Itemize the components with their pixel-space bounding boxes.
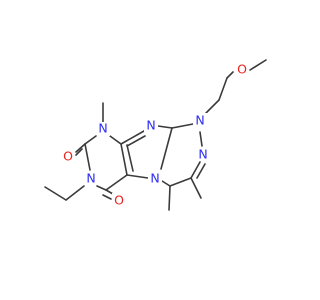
- bond-c4-methyl: [168, 185, 171, 211]
- bond-chain-1-2: [218, 77, 228, 101]
- atom-o-upper: O: [63, 149, 73, 164]
- atom-o-ether: O: [237, 62, 247, 77]
- bond-n-n-triazine: [199, 131, 203, 147]
- bond-n-bridge-c9: [157, 125, 173, 129]
- bond-n-triazine-c3-double: [196, 163, 206, 179]
- bond-c9-n-methoxyethyl: [171, 123, 194, 129]
- bond-chain-2-o: [226, 71, 234, 79]
- bond-layer: [44, 59, 267, 211]
- bond-c9-n-fused: [160, 127, 173, 170]
- bond-n-c8a: [109, 135, 122, 145]
- bond-c4a-c8a: [120, 143, 128, 176]
- bond-n-ethyl-c5: [96, 185, 107, 191]
- atom-n-triazine: N: [198, 147, 207, 162]
- bond-c5-c4a: [105, 174, 128, 191]
- bond-o-ch3: [249, 59, 267, 71]
- atom-n-ethyl: N: [86, 171, 95, 186]
- bond-c5-o-lower-double: [102, 194, 112, 200]
- bond-c7-n-ethyl: [84, 143, 91, 171]
- bond-c3-c4: [169, 177, 192, 187]
- bond-c8a-n-bridge-double: [126, 135, 146, 147]
- atom-n-fused: N: [150, 171, 159, 186]
- bond-n-ethyl-ch2: [65, 185, 85, 201]
- atom-n-methoxyethyl: N: [195, 113, 204, 128]
- molecule-structure-diagram: N N N N N N O O O: [44, 59, 267, 211]
- atom-o-lower: O: [114, 193, 124, 208]
- bond-c4-n-fused: [161, 180, 171, 187]
- atom-n-methyl: N: [98, 121, 107, 136]
- bond-c4a-n-fused: [126, 174, 149, 179]
- bond-n-triazine-c3: [190, 161, 201, 179]
- bond-c4a-c8a-double: [126, 144, 134, 172]
- bond-ethyl-ch3: [44, 186, 67, 201]
- bond-c8a-n-bridge: [120, 130, 145, 145]
- bond-n-c7: [84, 135, 97, 145]
- bond-n-chain-1: [205, 99, 220, 114]
- bond-c5-o-lower: [105, 189, 114, 195]
- bond-c7-o-upper-double: [75, 148, 83, 156]
- bond-c7-o-upper: [75, 143, 86, 153]
- bond-c3-methyl: [190, 177, 202, 199]
- atom-label-layer: N N N N N N O O O: [61, 62, 249, 208]
- atom-n-bridge: N: [146, 118, 155, 133]
